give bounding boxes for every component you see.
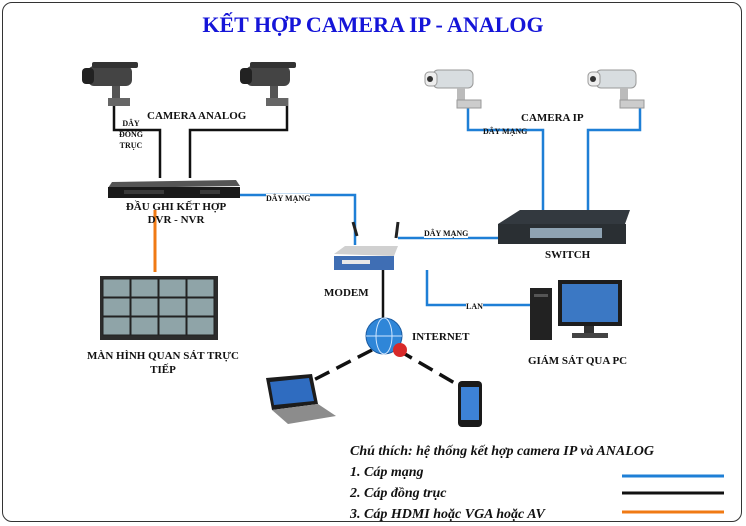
network-cables [238, 103, 642, 307]
switch-icon [498, 210, 630, 244]
label-dvr-line2: DVR - NVR [147, 214, 205, 226]
label-day-mang-switch: DÂY MẠNG [424, 229, 469, 238]
ip-camera-icon [424, 69, 482, 109]
label-dvr: ĐẦU GHI KẾT HỢP DVR - NVR [112, 201, 240, 227]
modem-icon [334, 221, 400, 270]
ip-camera-icon [587, 69, 645, 109]
label-switch: SWITCH [545, 249, 591, 261]
label-dvr-line1: ĐẦU GHI KẾT HỢP [125, 201, 227, 213]
legend-item-network: 1. Cáp mạng [350, 465, 424, 480]
pc-icon [530, 280, 622, 340]
label-day-dong-truc: DÂY ĐỒNG TRỤC [119, 118, 143, 151]
smartphone-icon [458, 381, 482, 427]
laptop-icon [266, 374, 336, 424]
legend-item-hdmi: 3. Cáp HDMI hoặc VGA hoặc AV [350, 507, 545, 522]
coax-cable-right [188, 98, 289, 178]
label-monitor: MÀN HÌNH QUAN SÁT TRỰC TIẾP [80, 349, 246, 377]
monitor-wall-icon [100, 276, 218, 340]
coax-cable-left [112, 98, 162, 178]
label-day-mang-camera: DÂY MẠNG [483, 127, 528, 136]
label-camera-analog: CAMERA ANALOG [147, 110, 247, 122]
label-dong: ĐỒNG [119, 130, 143, 139]
analog-camera-icon [240, 62, 296, 106]
label-pc: GIÁM SÁT QUA PC [528, 355, 628, 367]
label-modem: MODEM [324, 287, 369, 299]
label-internet: INTERNET [412, 331, 470, 343]
globe-icon [365, 317, 407, 357]
label-monitor-line1: MÀN HÌNH QUAN SÁT TRỰC [87, 350, 239, 362]
cable-ipcam1-to-switch [466, 103, 545, 210]
cable-ipcam2-to-switch [586, 103, 642, 210]
label-monitor-line2: TIẾP [150, 364, 176, 376]
label-lan: LAN [466, 302, 483, 311]
label-day-mang-dvr: DÂY MẠNG [266, 194, 311, 203]
legend: Chú thích: hệ thống kết hợp camera IP và… [350, 444, 654, 526]
label-camera-ip: CAMERA IP [521, 112, 584, 124]
legend-item-coax: 2. Cáp đồng trục [350, 486, 447, 501]
label-day: DÂY [122, 119, 140, 128]
wireless-links [299, 348, 459, 389]
analog-camera-icon [82, 62, 138, 106]
diagram-title: KẾT HỢP CAMERA IP - ANALOG [202, 12, 544, 37]
dvr-nvr-icon [108, 180, 240, 198]
coax-cables [112, 98, 385, 322]
legend-title: Chú thích: hệ thống kết hợp camera IP và… [350, 444, 655, 459]
label-truc: TRỤC [119, 141, 143, 150]
cable-modem-to-pc [425, 270, 530, 307]
